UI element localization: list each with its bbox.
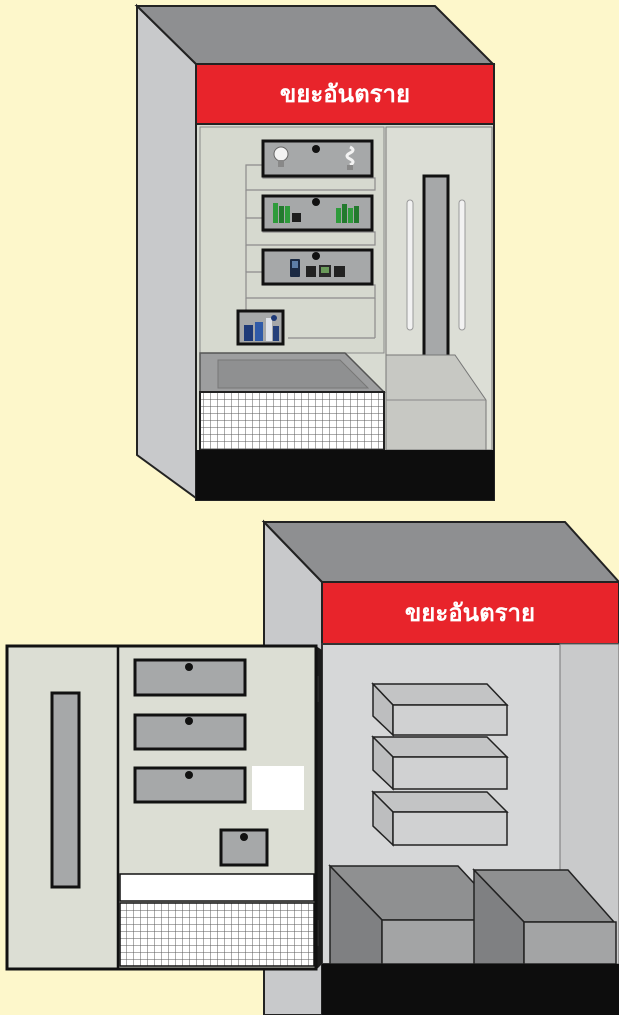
door-handle-slot[interactable] xyxy=(422,174,450,372)
hazard-sign-label: ขยะอันตราย xyxy=(405,599,535,627)
door-drawer[interactable] xyxy=(133,713,247,751)
door-white-strip xyxy=(119,873,315,902)
cabinet-base xyxy=(196,450,494,500)
cabinet-base xyxy=(322,964,619,1015)
cabinet-side-panel xyxy=(136,3,197,500)
right-bin xyxy=(385,354,487,451)
hazard-sign xyxy=(195,63,495,125)
spray-can-icon xyxy=(244,315,279,341)
mobile-phone-icon xyxy=(290,259,345,277)
small-bin[interactable] xyxy=(236,309,285,346)
drawer-batteries[interactable] xyxy=(261,194,374,232)
open-door[interactable] xyxy=(5,644,322,971)
drawer-electronics[interactable] xyxy=(261,248,374,286)
floor-bin-right xyxy=(472,868,617,965)
drawer-knob xyxy=(185,771,193,779)
cabinet-closed: ขยะอันตราย xyxy=(134,3,496,501)
hazard-sign xyxy=(321,581,619,645)
interior-shelf xyxy=(371,735,509,791)
mesh-panel xyxy=(119,902,315,967)
door-handle-slot[interactable] xyxy=(50,691,81,889)
interior-shelf xyxy=(371,790,509,847)
drawer-knob xyxy=(185,663,193,671)
battery-icon xyxy=(273,203,359,223)
tube-lamp-icon xyxy=(406,199,466,331)
drawer-knob xyxy=(312,145,320,153)
interior-shelf xyxy=(371,682,509,737)
drawer-knob xyxy=(185,717,193,725)
drawer-knob xyxy=(240,833,248,841)
drawer-knob xyxy=(312,252,320,260)
drawer-bulbs[interactable] xyxy=(261,139,374,178)
door-drawer[interactable] xyxy=(133,658,247,697)
cabinet-open: ขยะอันตราย xyxy=(5,519,619,1015)
mesh-panel xyxy=(199,391,385,451)
door-small-bin[interactable] xyxy=(219,828,269,867)
cabinet-top xyxy=(134,5,496,65)
label-area xyxy=(252,766,304,810)
light-bulb-icon xyxy=(273,145,355,170)
hazard-sign-label: ขยะอันตราย xyxy=(280,80,410,108)
drawer-knob xyxy=(312,198,320,206)
door-drawer[interactable] xyxy=(133,766,247,804)
cabinet-top xyxy=(261,521,619,583)
